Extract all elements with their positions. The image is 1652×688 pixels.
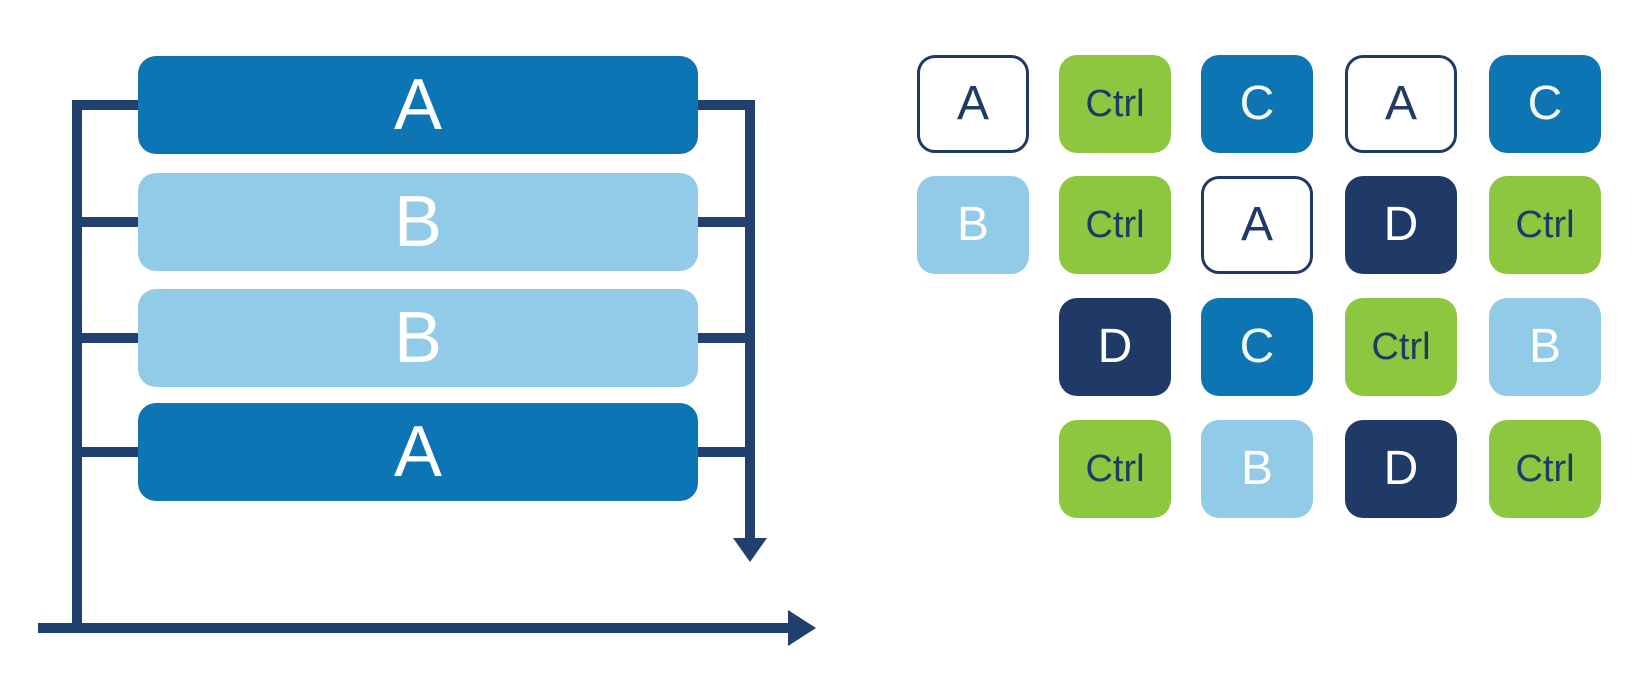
grid-cell: B (917, 176, 1029, 274)
grid-cell: A (1201, 176, 1313, 274)
grid-cell: A (917, 55, 1029, 153)
grid-cell: Ctrl (1345, 298, 1457, 396)
grid-cell: C (1201, 55, 1313, 153)
tick-left-3 (77, 333, 138, 343)
grid-cell: Ctrl (1489, 176, 1601, 274)
grid-cell: Ctrl (1059, 176, 1171, 274)
left-axis-line (72, 100, 82, 633)
grid-cell: D (1345, 176, 1457, 274)
tick-left-4 (77, 447, 138, 457)
grid-cell: A (1345, 55, 1457, 153)
time-axis-line (38, 623, 788, 633)
tick-left-1 (77, 100, 138, 110)
grid-cell: D (1059, 298, 1171, 396)
tick-right-2 (698, 217, 750, 227)
grid-cell: B (1489, 298, 1601, 396)
block-bar-b1: B (138, 173, 698, 271)
grid-cell: B (1201, 420, 1313, 518)
grid-cell: C (1489, 55, 1601, 153)
tick-left-2 (77, 217, 138, 227)
block-bar-b2: B (138, 289, 698, 387)
right-arrow-icon (788, 610, 816, 646)
grid-cell: C (1201, 298, 1313, 396)
block-bar-a2: A (138, 403, 698, 501)
right-sequence-line (745, 100, 755, 538)
tick-right-4 (698, 447, 750, 457)
block-bar-a1: A (138, 56, 698, 154)
grid-cell: Ctrl (1059, 420, 1171, 518)
tick-right-3 (698, 333, 750, 343)
down-arrow-icon (733, 538, 767, 562)
grid-cell: Ctrl (1059, 55, 1171, 153)
grid-cell: Ctrl (1489, 420, 1601, 518)
grid-cell: D (1345, 420, 1457, 518)
tick-right-1 (698, 100, 750, 110)
